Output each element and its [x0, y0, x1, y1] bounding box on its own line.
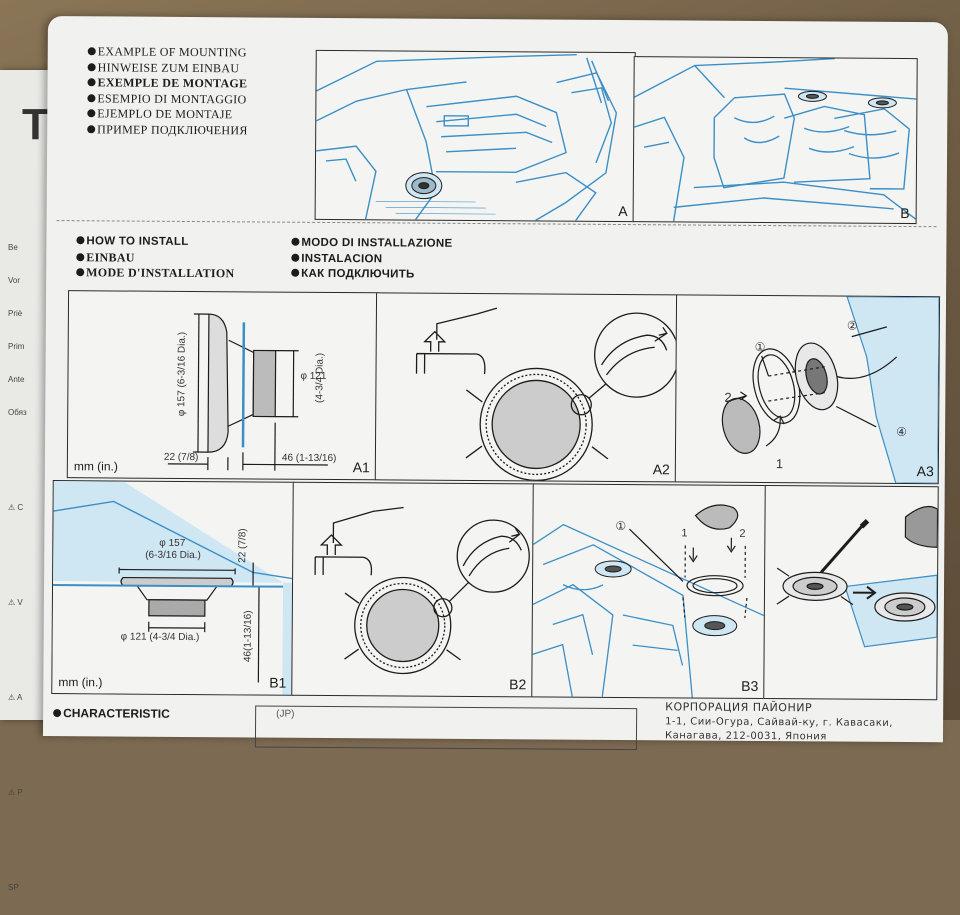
- panel-a-door-mounting: A: [315, 50, 636, 222]
- panel-b1-rear-dimensions: φ 157 (6-3/16 Dia.) 22 (7/8) φ 121 (4-3/…: [51, 480, 294, 696]
- speaker-side-view-diagram: [68, 291, 377, 479]
- bullet-icon: [291, 253, 299, 261]
- callout-one: ①: [755, 340, 766, 354]
- characteristic-heading: CHARACTERISTIC: [53, 706, 170, 721]
- panel-b4-grille-attach: [763, 485, 938, 700]
- door-speaker-install-diagram: [676, 295, 939, 483]
- grille-removal-diagram: [292, 483, 533, 697]
- bullet-icon: [76, 236, 84, 244]
- panel-b3-rear-install: ① 1 2 B3: [531, 483, 766, 699]
- company-name: КОРПОРАЦИЯ ПАЙОНИР: [665, 700, 812, 714]
- panel-a1-dimensions: φ 157 (6-3/16 Dia.) φ 121 (4-3/4 Dia.) 2…: [67, 290, 378, 480]
- heading-line: HINWEISE ZUM EINBAU: [88, 60, 249, 77]
- company-address-2: Канагава, 212-0031, Япония: [665, 730, 827, 742]
- bullet-icon: [291, 269, 299, 277]
- install-headings-right: MODO DI INSTALLAZIONE INSTALACION КАК ПО…: [291, 236, 452, 284]
- heading-line: EJEMPLO DE MONTAJE: [87, 106, 248, 123]
- heading-line: HOW TO INSTALL: [76, 234, 234, 251]
- dim-outer-diameter: φ 157 (6-3/16 Dia.): [176, 332, 188, 416]
- heading-line: EINBAU: [76, 250, 234, 267]
- panel-label-a3: A3: [917, 463, 934, 479]
- heading-line: EXEMPLE DE MONTAGE: [87, 75, 248, 92]
- bullet-icon: [88, 78, 96, 86]
- bullet-icon: [87, 125, 95, 133]
- heading-line: ESEMPIO DI MONTAGGIO: [87, 91, 248, 108]
- callout-four: ④: [896, 425, 907, 439]
- heading-line: ПРИМЕР ПОДКЛЮЧЕНИЯ: [87, 122, 248, 139]
- leaflet-line: ⚠ P: [8, 787, 68, 798]
- heading-line: EXAMPLE OF MOUNTING: [88, 44, 249, 61]
- heading-line: КАК ПОДКЛЮЧИТЬ: [291, 267, 452, 284]
- step-number-1: 1: [681, 527, 687, 539]
- dim-flange-depth: 22 (7/8): [164, 452, 199, 463]
- panel-label-b2: B2: [509, 676, 526, 692]
- units-label: mm (in.): [58, 675, 102, 689]
- dim-inner-diameter-inches: (4-3/4 Dia.): [314, 353, 325, 403]
- bullet-icon: [291, 238, 299, 246]
- dim-mount-depth: 46(1-13/16): [242, 610, 253, 662]
- bullet-icon: [88, 63, 96, 71]
- panel-label-b1: B1: [269, 675, 286, 691]
- leaflet-title: T: [22, 100, 49, 150]
- heading-line: MODE D'INSTALLATION: [76, 265, 234, 282]
- leaflet-line: SP: [8, 882, 68, 893]
- dim-flange-height: 22 (7/8): [237, 528, 248, 563]
- bullet-icon: [88, 47, 96, 55]
- units-label: mm (in.): [74, 459, 118, 473]
- bullet-icon: [53, 709, 61, 717]
- dim-inner-diameter: φ 121 (4-3/4 Dia.): [121, 632, 200, 644]
- heading-line: MODO DI INSTALLAZIONE: [291, 236, 452, 253]
- instruction-sheet: EXAMPLE OF MOUNTING HINWEISE ZUM EINBAU …: [43, 16, 948, 742]
- bullet-icon: [76, 268, 84, 276]
- step-number-2: 2: [724, 390, 731, 405]
- panel-label-a: A: [618, 203, 627, 219]
- panel-label-b3: B3: [741, 678, 758, 694]
- callout-two: ②: [847, 319, 858, 333]
- footer-box: (JP): [255, 705, 637, 750]
- panel-a2-grille-removal: A2: [375, 292, 678, 482]
- rear-deck-install-diagram: [532, 484, 765, 698]
- bullet-icon: [76, 253, 84, 261]
- bullet-icon: [87, 109, 95, 117]
- grille-attach-diagram: [764, 486, 937, 699]
- callout-one: ①: [615, 519, 626, 533]
- car-door-illustration: [316, 51, 635, 221]
- dim-outer-diameter: φ 157: [159, 538, 185, 549]
- install-headings-left: HOW TO INSTALL EINBAU MODE D'INSTALLATIO…: [76, 234, 235, 282]
- footer-box-label: (JP): [276, 709, 294, 720]
- mounting-headings: EXAMPLE OF MOUNTING HINWEISE ZUM EINBAU …: [87, 44, 248, 138]
- step-number-1: 1: [776, 456, 783, 471]
- rear-deck-dimension-diagram: [52, 481, 293, 695]
- panel-label-a1: A1: [353, 459, 370, 475]
- grille-removal-diagram: [376, 293, 677, 481]
- bullet-icon: [87, 94, 95, 102]
- dim-outer-diameter-inches: (6-3/16 Dia.): [145, 550, 201, 561]
- panel-label-a2: A2: [653, 461, 670, 477]
- company-address-1: 1-1, Сии-Огура, Сайвай-ку, г. Кавасаки,: [665, 716, 893, 729]
- panel-label-b: B: [900, 205, 909, 221]
- panel-a3-door-install: ① ② ④ 2 1 A3: [675, 294, 940, 484]
- panel-b-rear-deck-mounting: B: [633, 56, 918, 224]
- heading-line: INSTALACION: [291, 251, 452, 268]
- rear-seat-illustration: [634, 57, 917, 223]
- step-number-2: 2: [739, 528, 745, 540]
- dim-mount-depth: 46 (1-13/16): [282, 453, 337, 464]
- panel-b2-grille-removal: B2: [291, 482, 534, 698]
